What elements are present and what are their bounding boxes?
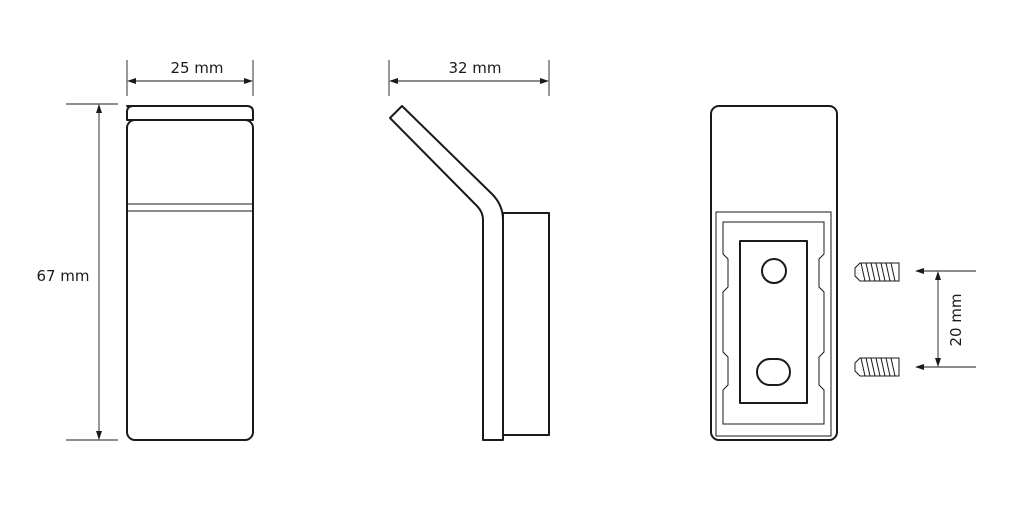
depth-dimension: 32 mm <box>388 59 550 96</box>
front-view <box>126 105 254 441</box>
arrow-head <box>244 78 253 84</box>
arrow-head <box>915 268 924 274</box>
screw-top <box>854 262 900 282</box>
width-dimension: 25 mm <box>126 59 254 96</box>
back-view-body <box>710 105 838 441</box>
arrow-head <box>389 78 398 84</box>
screw-hole-round <box>761 258 787 284</box>
screw-bottom <box>854 357 900 377</box>
height-label: 67 mm <box>36 267 89 285</box>
front-view-body <box>126 119 254 441</box>
height-dimension: 67 mm <box>34 103 118 441</box>
arrow-head <box>915 364 924 370</box>
label-background <box>34 264 92 288</box>
back-view-recess-outer <box>715 211 832 437</box>
screw-spacing-dimension: 20 mm <box>915 268 976 370</box>
depth-label: 32 mm <box>448 59 501 77</box>
arrow-head <box>96 431 102 440</box>
arrow-head <box>935 358 941 367</box>
side-view-hook-arm <box>389 105 504 441</box>
screw-top-thread <box>860 262 896 282</box>
arrow-head <box>127 78 136 84</box>
arrow-head <box>935 271 941 280</box>
back-view-mounting-plate <box>739 240 808 404</box>
arrow-head <box>96 104 102 113</box>
front-view-top-cap <box>126 105 254 121</box>
back-view-mounting-frame <box>722 221 825 425</box>
screw-bottom-outline <box>854 357 900 377</box>
screw-hole-slotted <box>756 358 791 386</box>
arrow-head <box>540 78 549 84</box>
screw-top-outline <box>854 262 900 282</box>
side-view-base-plate <box>502 212 550 436</box>
screw-spacing-label: 20 mm <box>947 293 965 346</box>
side-view <box>389 105 550 441</box>
screw-bottom-thread <box>860 357 896 377</box>
width-label: 25 mm <box>170 59 223 77</box>
back-view <box>710 105 838 441</box>
